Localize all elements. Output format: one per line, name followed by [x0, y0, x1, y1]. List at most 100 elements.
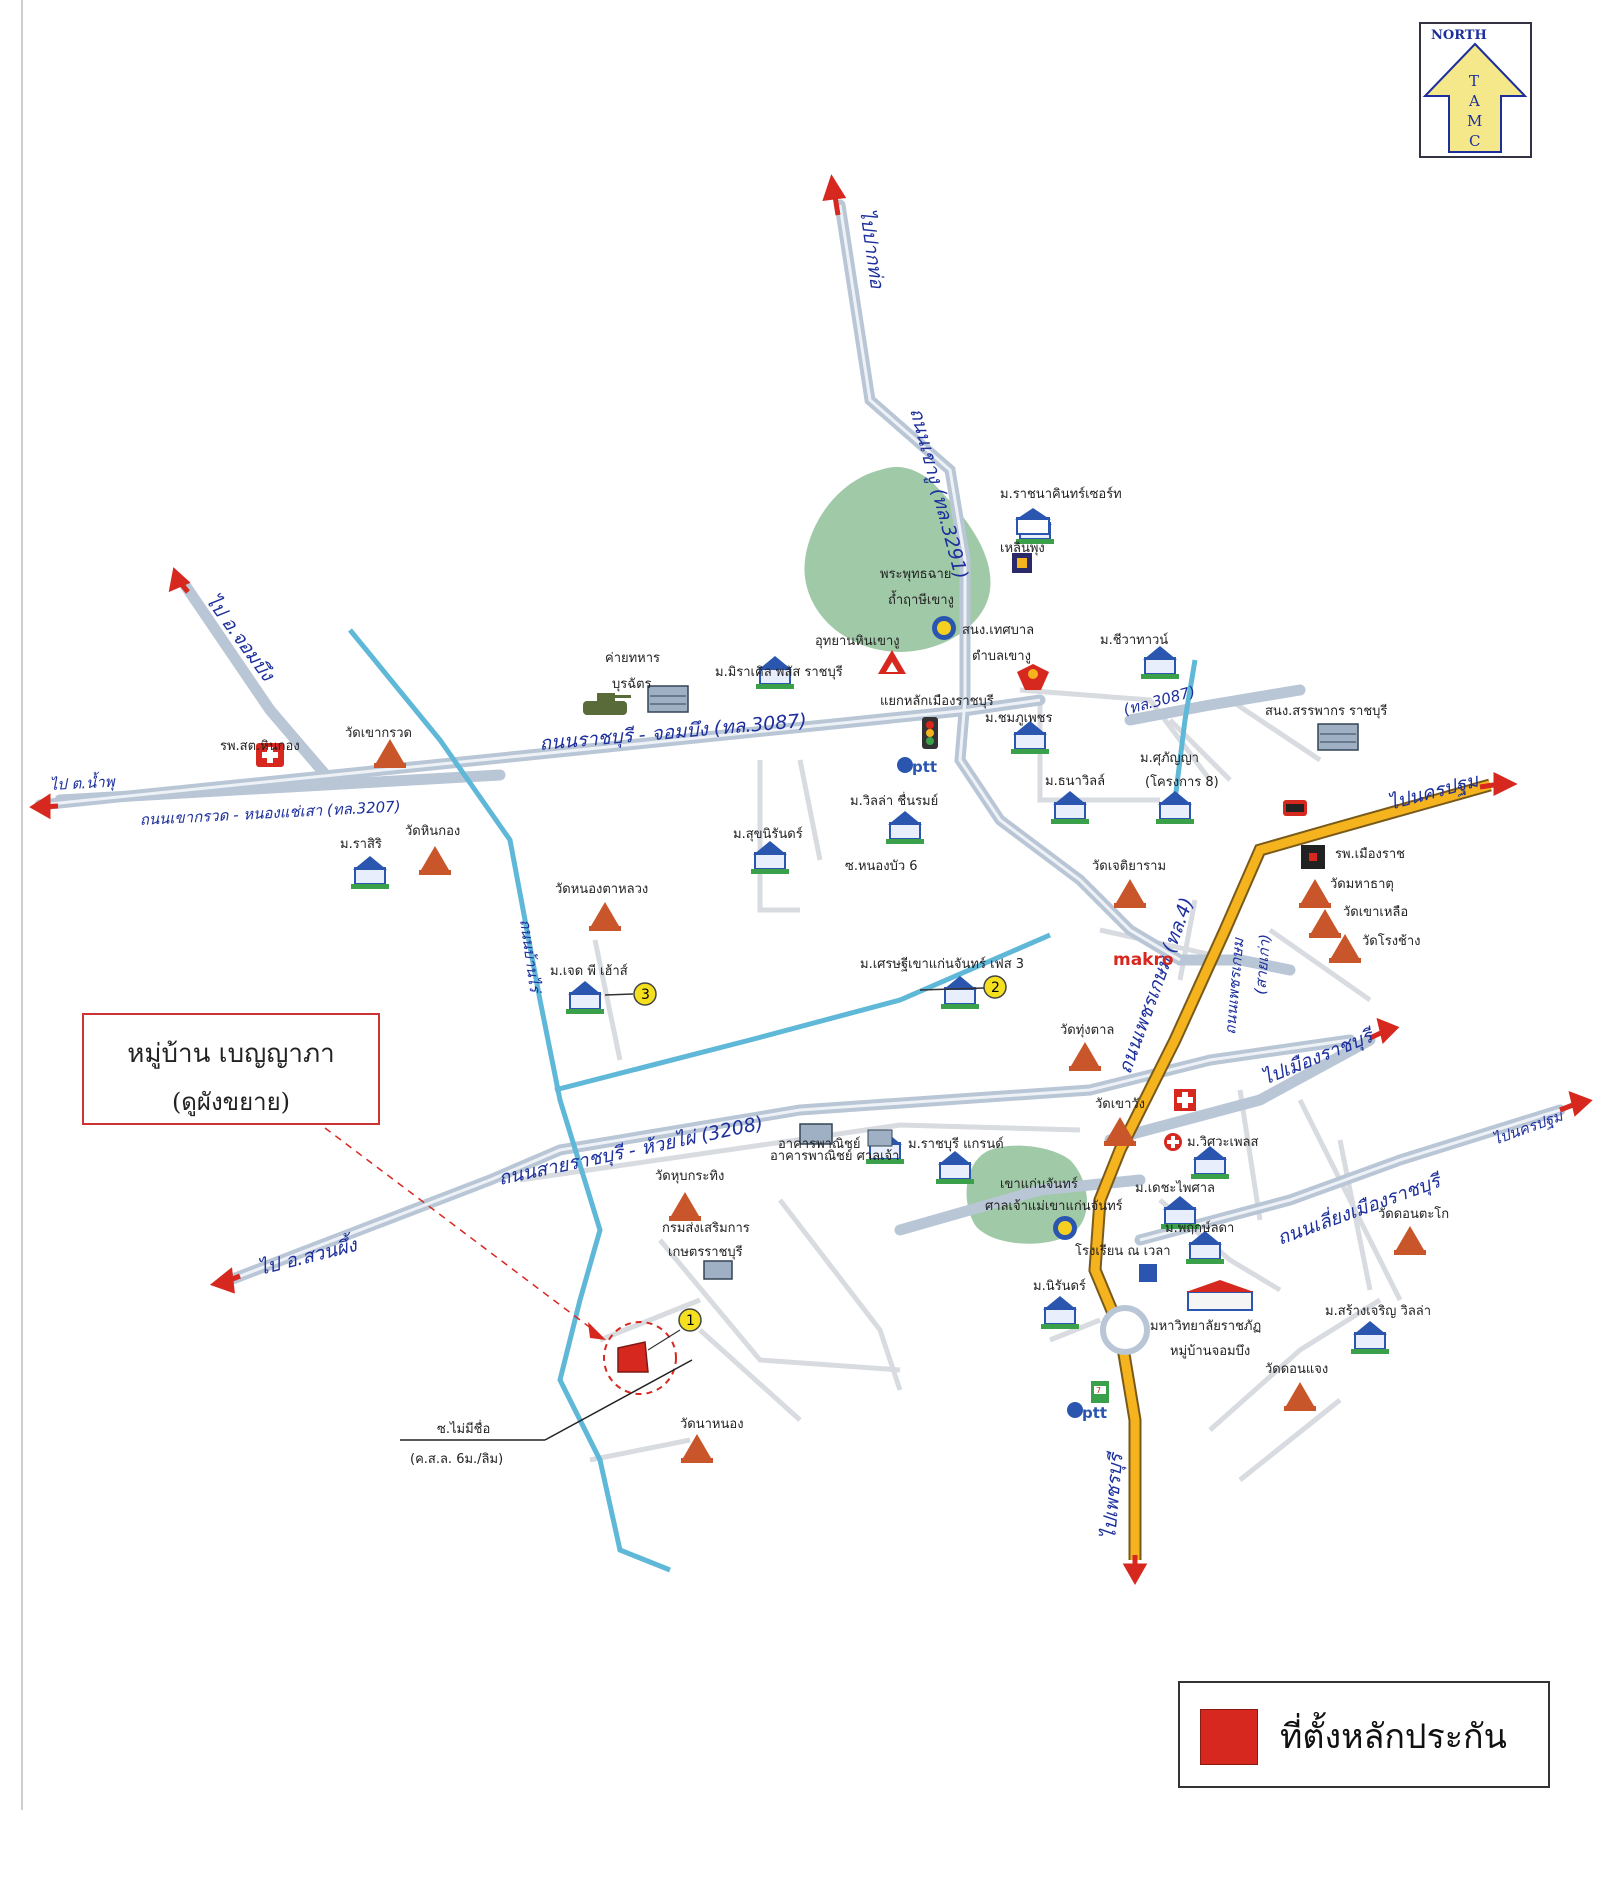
label-m-wiraphon: ม.วิศวะเพลส [1187, 1135, 1259, 1150]
temple-icon [419, 846, 451, 875]
building-icon [703, 1260, 733, 1280]
road-label-to-nakhon-pathom: ไปนครปฐม [1385, 768, 1482, 815]
road-label-ban-rai: ถนนบ้านไร่ [516, 918, 544, 995]
house-icon [886, 811, 924, 844]
temple-icon [1069, 1042, 1101, 1071]
svg-text:2: 2 [991, 980, 1000, 996]
temple-icon [681, 1434, 713, 1463]
label-village-chombueng: หมู่บ้านจอมบึง [1170, 1344, 1250, 1359]
road-centerlines [39, 204, 1561, 1282]
svg-text:1: 1 [686, 1313, 695, 1329]
road-label-khaokruat: ถนนเขากรวด - หนองแช่เสา (ทล.3207) [139, 797, 401, 829]
north-arrow-icon: NORTH T A M C [1421, 24, 1530, 153]
roundabout [1100, 1305, 1150, 1355]
label-kasetsart: กรมส่งเสริมการ [662, 1221, 750, 1236]
house-icon [566, 981, 604, 1014]
label-wat-rong: วัดโรงช้าง [1362, 933, 1421, 949]
direction-arrows [29, 174, 1593, 1586]
label-camp2: บุรฉัตร [612, 677, 652, 692]
label-kaen-chan2: ศาลเจ้าแม่เขาแก่นจันทร์ [985, 1198, 1123, 1214]
gas-station-icon [897, 757, 913, 773]
house-icon [1191, 1146, 1229, 1179]
svg-text:3: 3 [641, 987, 650, 1003]
building-icon [1317, 723, 1359, 751]
house-icon [1161, 1196, 1199, 1229]
label-hospital-tambon: รพ.สต.หินกอง [220, 739, 300, 754]
house-icon [1041, 1296, 1079, 1329]
road-label-to-maeklong: ถนนเพชรเกษม [1221, 936, 1247, 1035]
label-m-phruek: ม.พฤกษ์ลดา [1165, 1220, 1234, 1236]
road-label-to-pak-tho: ไปปากท่อ [855, 207, 889, 291]
house-icon [351, 856, 389, 889]
school-icon [1012, 553, 1032, 573]
traffic-light-icon [922, 717, 938, 749]
temple-icon [1104, 1117, 1136, 1146]
road-label-to-mueang-ratchaburi: ไปเมืองราชบุรี [1258, 1023, 1378, 1089]
north-arrow: NORTH T A M C [1419, 22, 1532, 158]
north-letter-m: M [1467, 112, 1482, 130]
label-wat-khoon: วัดดอนตะโก [1378, 1206, 1449, 1222]
label-university: มหาวิทยาลัยราชภัฏ [1150, 1319, 1261, 1334]
label-rph-mueang: รพ.เมืองราช [1335, 846, 1405, 862]
label-rajanakarin: ม.ราชนาคินทร์เซอร์ท [1000, 486, 1122, 502]
garuda-icon [1017, 664, 1049, 690]
label-traffic: แยกหลักเมืองราชบุรี [880, 693, 994, 709]
temple-icon [1329, 934, 1361, 963]
label-m-villa: ม.วิลล่า ชื่นรมย์ [850, 792, 938, 809]
label-soi-nongkhai: ซ.หนองบัว 6 [845, 859, 918, 874]
label-wat-hinkong: วัดหินกอง [405, 824, 460, 839]
hospital-icon [1301, 845, 1325, 869]
label-m-tiwa: ม.เดชะไพศาล [1135, 1180, 1215, 1196]
label-wat-don-jang: วัดดอนแจง [1265, 1362, 1328, 1377]
house-icon [756, 656, 794, 689]
building-icon [799, 1123, 833, 1145]
label-wat-nong-ta: วัดหนองตาหลวง [555, 882, 648, 897]
temple-icon [374, 739, 406, 768]
label-wat-na-nong: วัดนาหนอง [680, 1417, 744, 1432]
label-wat-chedi: วัดเจติยาราม [1092, 859, 1166, 874]
label-m-sangcharoen: ม.สร้างเจริญ วิลล่า [1325, 1304, 1431, 1319]
north-header: NORTH [1431, 28, 1487, 43]
callout-arrowhead [588, 1322, 606, 1340]
bank-icon [1283, 800, 1307, 816]
temple-icon [1309, 909, 1341, 938]
gas-station-icon [1067, 1402, 1083, 1418]
soi-leader [544, 1359, 693, 1441]
label-m-building2: อาคารพาณิชย์ ศาลเจ้า [770, 1148, 899, 1164]
road-label-to-phetchaburi: ไปเพชรบุรี [1097, 1450, 1128, 1541]
road-label-to-nakhon-pathom-2: ไปนครปฐม [1490, 1106, 1566, 1148]
temple-icon [1284, 1382, 1316, 1411]
label-wat-mahathat: วัดมหาธาตุ [1330, 877, 1394, 892]
svg-text:7: 7 [1096, 1386, 1101, 1395]
property-marker [603, 1321, 681, 1395]
label-wat-thung: วัดทุ่งตาล [1060, 1023, 1114, 1038]
highway-4-fill [1090, 780, 1492, 1560]
callout-title: หมู่บ้าน เบญญาภา [127, 1039, 335, 1069]
badge-2: 2 [983, 975, 1007, 999]
north-letter-t: T [1469, 72, 1479, 90]
label-m-chidwan: ม.ชีวาทาวน์ [1100, 632, 1168, 648]
store-icon: 7 [1091, 1381, 1109, 1403]
label-soi-dino2: (ค.ส.ล. 6ม./ลิม) [410, 1452, 503, 1467]
label-tham-rue: ถ้ำฤาษีเขางู [888, 590, 954, 608]
building-icon [867, 1129, 893, 1147]
house-icon [1156, 791, 1194, 824]
temple-icons [374, 739, 1426, 1463]
badge-3: 3 [633, 982, 657, 1006]
label-wat-khaolek: วัดเขาเหลือ [1343, 904, 1408, 920]
temple-icon [1299, 879, 1331, 908]
label-m-jed: ม.เจด พี เฮ้าส์ [550, 963, 628, 979]
temple-icon [589, 902, 621, 931]
label-m-sukniran: ม.สุขนิรันดร์ [733, 826, 803, 842]
road-label-to-suan-phueng: ไป อ.สวนผึ้ง [255, 1230, 361, 1280]
callout-subtitle: (ดูผังขยาย) [171, 1088, 291, 1116]
house-icon [936, 1151, 974, 1184]
label-wat-khao-wang: วัดเขาวัง [1095, 1097, 1145, 1112]
badge-leader [604, 993, 634, 996]
house-icon [1051, 791, 1089, 824]
house-icon [1351, 1321, 1389, 1354]
label-camp: ค่ายทหาร [605, 651, 660, 666]
tank-icon [583, 693, 631, 715]
label-ptt-2: ptt [1082, 1404, 1107, 1422]
label-m-chompoo: ม.ชมภูเพชร [985, 711, 1052, 726]
